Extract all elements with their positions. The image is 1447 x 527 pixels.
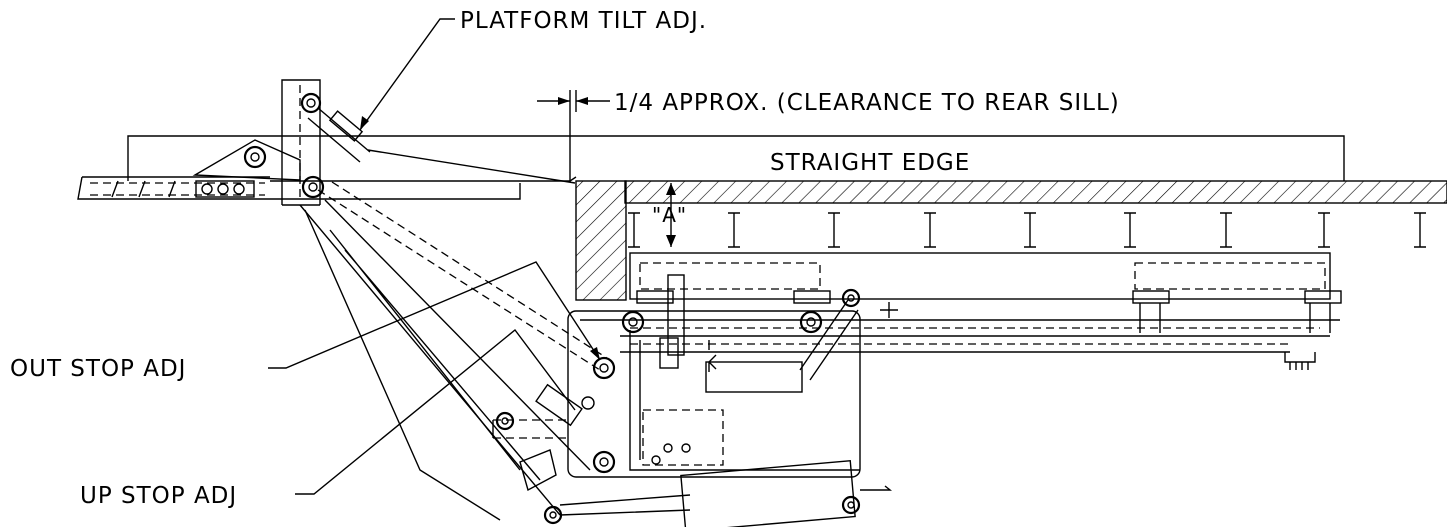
up-stop-adj-label: UP STOP ADJ [80,483,237,509]
dimension-a-label: "A" [652,203,687,227]
platform-tilt-adj-label: PLATFORM TILT ADJ. [460,8,707,34]
out-stop-adj-label: OUT STOP ADJ [10,356,186,382]
clearance-callout: 1/4 APPROX. (CLEARANCE TO REAR SILL) [537,90,1120,181]
floor-beams [628,212,1426,248]
hydraulic-cylinder [559,459,892,527]
lift-arms [299,181,611,525]
subframe [567,252,1342,478]
out-stop-leader: OUT STOP ADJ [10,261,601,382]
straight-edge-bar [127,135,1345,181]
hinge-bracket [192,79,576,206]
straight-edge-label: STRAIGHT EDGE [770,150,970,176]
platform-tilt-leader: PLATFORM TILT ADJ. [359,8,707,131]
dimension-a: "A" [652,183,687,247]
lip-plate [77,176,577,200]
clearance-label: 1/4 APPROX. (CLEARANCE TO REAR SILL) [614,90,1120,116]
dock-floor [575,180,1447,301]
lower-arm-channel [492,419,570,439]
up-stop-leader: UP STOP ADJ [80,328,583,509]
